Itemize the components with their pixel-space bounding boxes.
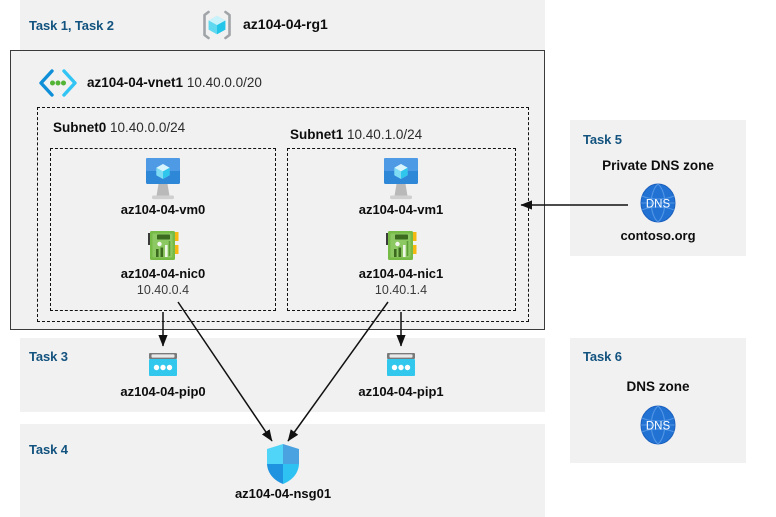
pip0-node[interactable]: az104-04-pip0: [88, 350, 238, 400]
subnet0-header: Subnet0 10.40.0.0/24: [53, 120, 185, 135]
nic1-private-ip: 10.40.1.4: [374, 283, 428, 297]
svg-text:DNS: DNS: [646, 199, 671, 211]
resource-group-name-text: az104-04-rg1: [243, 16, 328, 32]
virtual-machine-icon: [326, 156, 476, 202]
subnet1-name: Subnet1: [290, 127, 344, 142]
public-ip-panel: [20, 338, 545, 412]
resource-group-icon: [200, 8, 234, 42]
nic0-private-ip: 10.40.0.4: [136, 283, 190, 297]
pip1-node[interactable]: az104-04-pip1: [326, 350, 476, 400]
vm1-name: az104-04-vm1: [358, 202, 444, 217]
virtual-machine-icon: [88, 156, 238, 202]
dns-zone-node[interactable]: DNS: [583, 402, 733, 448]
task-label-nsg: Task 4: [29, 442, 68, 457]
dns-zone-heading: DNS zone: [626, 379, 690, 394]
resource-group-name: az104-04-rg1: [243, 16, 328, 32]
dns-zone-icon: DNS: [583, 180, 733, 226]
nic1-node[interactable]: az104-04-nic1 10.40.1.4: [326, 228, 476, 298]
subnet1-boundary: [287, 148, 516, 311]
pip1-name: az104-04-pip1: [358, 384, 444, 399]
subnet0-address-space: 10.40.0.0/24: [110, 120, 186, 135]
public-ip-address-icon: [88, 350, 238, 384]
vm0-node[interactable]: az104-04-vm0: [88, 156, 238, 218]
pip0-name: az104-04-pip0: [120, 384, 206, 399]
dns-zone-heading-wrap: DNS zone: [583, 379, 733, 395]
network-security-group-icon: [208, 442, 358, 486]
vnet-name: az104-04-vnet1: [87, 75, 184, 90]
subnets-container: [37, 107, 529, 322]
vm1-node[interactable]: az104-04-vm1: [326, 156, 476, 218]
vnet-address-space: 10.40.0.0/20: [186, 75, 262, 90]
private-dns-heading-wrap: Private DNS zone: [583, 158, 733, 174]
dns-zone-icon: DNS: [583, 402, 733, 448]
private-dns-heading: Private DNS zone: [602, 158, 714, 173]
subnet1-header: Subnet1 10.40.1.0/24: [290, 127, 422, 142]
vm0-name: az104-04-vm0: [120, 202, 206, 217]
public-ip-address-icon: [326, 350, 476, 384]
nsg-node[interactable]: az104-04-nsg01: [208, 442, 358, 502]
nic1-name: az104-04-nic1: [358, 266, 444, 281]
virtual-network-icon: [36, 68, 80, 98]
nic0-name: az104-04-nic0: [120, 266, 206, 281]
task-label-dns-zone: Task 6: [583, 349, 622, 364]
virtual-network-panel: [10, 50, 545, 330]
resource-group-panel: [20, 0, 545, 50]
task-label-resource-group: Task 1, Task 2: [29, 18, 114, 33]
svg-text:DNS: DNS: [646, 421, 671, 433]
private-dns-node[interactable]: DNS contoso.org: [583, 180, 733, 244]
network-interface-icon: [88, 228, 238, 266]
network-interface-icon: [326, 228, 476, 266]
private-dns-name: contoso.org: [620, 228, 696, 243]
nic0-node[interactable]: az104-04-nic0 10.40.0.4: [88, 228, 238, 298]
task-label-private-dns: Task 5: [583, 132, 622, 147]
subnet0-boundary: [50, 148, 276, 311]
nsg-name: az104-04-nsg01: [234, 486, 332, 501]
vnet-header: az104-04-vnet1 10.40.0.0/20: [87, 75, 262, 90]
subnet1-address-space: 10.40.1.0/24: [347, 127, 423, 142]
subnet0-name: Subnet0: [53, 120, 107, 135]
task-label-public-ip: Task 3: [29, 349, 68, 364]
